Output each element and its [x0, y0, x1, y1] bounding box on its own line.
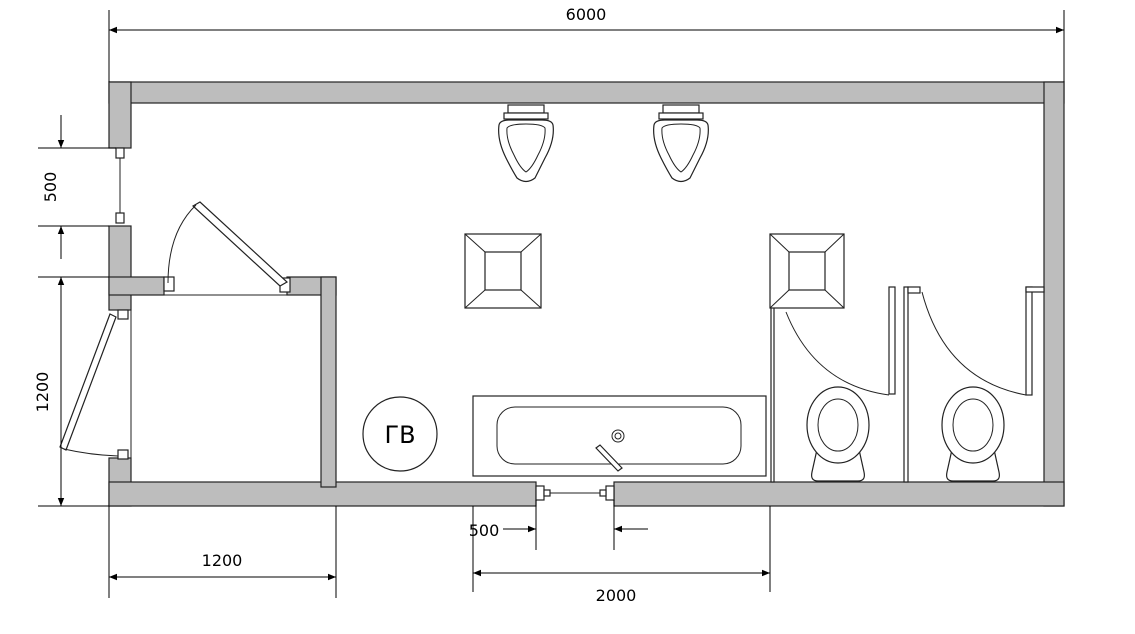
wall-vestibule-right	[320, 276, 337, 488]
dimension-labels: 6000 500 1200 1200 500 2000	[33, 5, 636, 605]
partition-2	[903, 286, 909, 483]
water-heater-label: ГВ	[384, 421, 415, 449]
dim-window-height: 500	[41, 172, 60, 203]
entrance-door	[59, 313, 119, 457]
partition-3-cap	[1025, 286, 1045, 293]
urinal-1	[498, 104, 554, 183]
dimension-lines	[38, 10, 1065, 598]
partitions	[770, 286, 1045, 483]
stall-door-2	[921, 291, 1027, 396]
inner-door	[167, 201, 289, 287]
water-heater: ГВ	[362, 396, 438, 472]
wall-bottom-right	[613, 481, 1065, 507]
walls	[108, 81, 1065, 507]
partition-1	[770, 306, 775, 483]
dim-room-width: 1200	[202, 551, 243, 570]
dim-bath-span: 2000	[596, 586, 637, 605]
stall-door-1	[785, 311, 890, 396]
doors	[59, 201, 1027, 457]
partition-2-cap	[907, 286, 921, 294]
sink-1	[464, 233, 542, 309]
urinal-2	[653, 104, 709, 183]
dim-top-width: 6000	[566, 5, 607, 24]
vestibule-inner	[130, 294, 322, 483]
sink-2	[769, 233, 845, 309]
wall-left-upper	[108, 81, 132, 149]
partition-3-door-edge	[1025, 286, 1033, 396]
wall-top	[108, 81, 1065, 104]
bathtub	[472, 395, 767, 477]
dim-opening-width: 500	[469, 521, 500, 540]
toilet-1	[806, 386, 870, 482]
toilet-2	[941, 386, 1005, 482]
jambs	[115, 147, 615, 501]
dim-room-depth: 1200	[33, 372, 52, 413]
wall-vestibule-top-left	[108, 276, 165, 296]
wall-right	[1043, 81, 1065, 507]
wall-left-middle	[108, 225, 132, 311]
partition-2-door-edge	[888, 286, 896, 395]
